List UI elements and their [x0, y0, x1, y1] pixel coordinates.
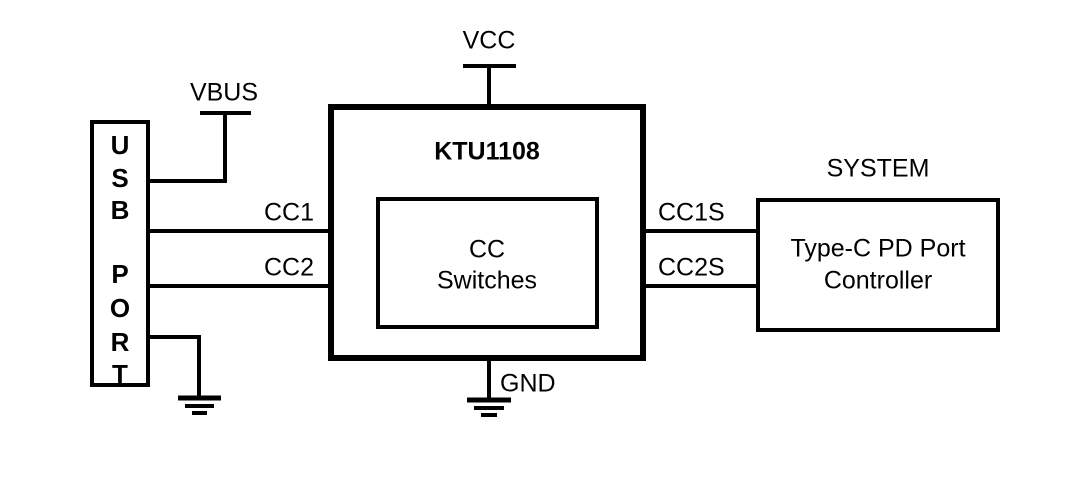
cc-switches-block [376, 197, 599, 329]
usb-port-letter-o: O [110, 293, 130, 323]
vcc-label: VCC [463, 27, 516, 55]
chip-ground-symbol [467, 397, 511, 417]
cc1s-label: CC1S [658, 199, 725, 227]
usb-ground-symbol [178, 395, 221, 415]
system-label-line2: Controller [824, 267, 932, 295]
gnd-label: GND [500, 370, 556, 398]
system-caption: SYSTEM [827, 155, 930, 183]
cc2-label: CC2 [264, 254, 314, 282]
usb-port-letter-u: U [111, 130, 130, 160]
system-block [756, 198, 1000, 332]
cc-switches-label-line2: Switches [437, 267, 537, 295]
net-vcc-wire [463, 64, 516, 110]
vbus-label: VBUS [190, 79, 258, 107]
net-usb-ground-wire [148, 335, 201, 398]
usb-port-letter-b: B [111, 195, 130, 225]
cc-switches-label-line1: CC [469, 236, 505, 264]
net-vbus-wire [148, 111, 251, 183]
usb-port-letter-t: T [112, 359, 128, 389]
usb-port-letter-r: R [111, 327, 130, 357]
system-label-line1: Type-C PD Port [790, 235, 965, 263]
ktu1108-label: KTU1108 [434, 138, 540, 166]
usb-port-letter-s: S [111, 163, 128, 193]
usb-port-letter-p: P [111, 259, 128, 289]
cc2s-label: CC2S [658, 254, 725, 282]
usb-port-block [90, 120, 150, 387]
cc1-label: CC1 [264, 199, 314, 227]
